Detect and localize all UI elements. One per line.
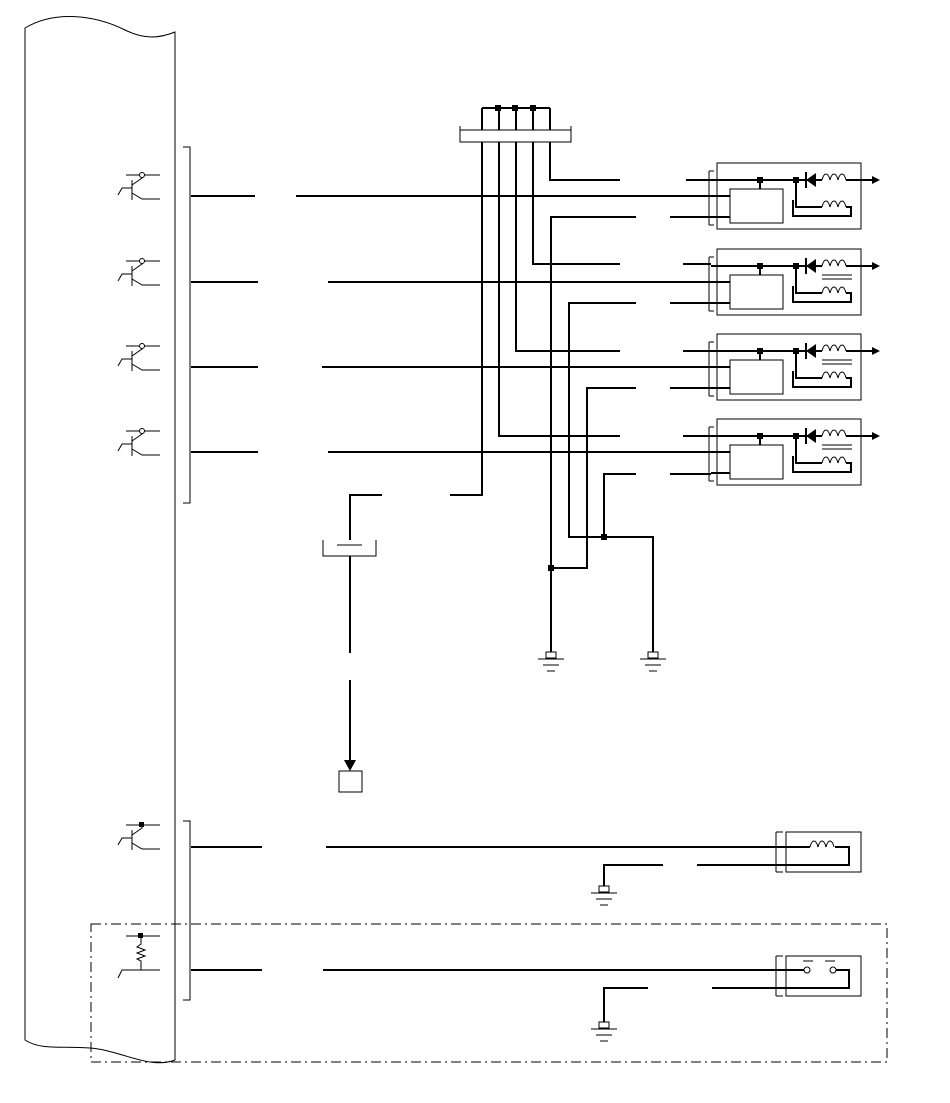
module-connector-bracket (708, 170, 714, 226)
igniter-box (729, 188, 784, 224)
module-connector-bracket (708, 256, 714, 312)
driver-transistor-3 (117, 343, 160, 371)
driver-transistor-5 (117, 822, 160, 850)
module-connector-bracket (708, 426, 714, 482)
primary-coil (821, 371, 847, 379)
power-feed-5 (349, 142, 483, 540)
coil-module-1 (708, 162, 880, 230)
module-node (793, 263, 799, 269)
coil-module-2 (708, 248, 880, 316)
driver-transistor-4 (117, 428, 160, 456)
load-component-box (338, 770, 363, 793)
ground-return-1 (550, 216, 711, 655)
output-arrow-icon (872, 176, 880, 184)
primary-coil (821, 286, 847, 294)
power-feed-1 (549, 142, 711, 181)
diode-symbol (806, 259, 816, 273)
secondary-wire (805, 172, 872, 188)
ground-symbol-2 (640, 651, 666, 672)
primary-coil (821, 456, 847, 464)
secondary-coil (821, 429, 847, 437)
ground-return-2 (568, 302, 711, 655)
power-junction-connector (459, 105, 572, 143)
diode-symbol (806, 173, 816, 187)
module-node (757, 263, 763, 269)
diode-symbol (806, 429, 816, 443)
ground-return-3 (551, 387, 711, 569)
driver-transistor-1 (117, 172, 160, 200)
secondary-coil (821, 259, 847, 267)
module-node (757, 348, 763, 354)
switch-load-connector (191, 955, 862, 1022)
coil-load-connector (191, 831, 862, 886)
igniter-box (729, 444, 784, 480)
output-arrow-icon (872, 262, 880, 270)
control-unit-connector-b (183, 820, 191, 1001)
coil-module-4 (708, 418, 880, 486)
fuse-connector (322, 540, 377, 771)
secondary-coil (821, 344, 847, 352)
ground-symbol-4 (591, 1021, 617, 1042)
core-lines (822, 444, 852, 450)
control-unit-body (24, 15, 176, 1064)
ground-return-4 (603, 473, 711, 537)
power-feed-3 (515, 142, 711, 352)
primary-coil (821, 200, 847, 208)
optional-area-border (90, 923, 888, 1063)
diode-symbol (806, 344, 816, 358)
secondary-wire (805, 258, 872, 274)
coil-modules (708, 162, 880, 486)
secondary-wire (805, 428, 872, 444)
secondary-coil (821, 173, 847, 181)
ground-symbol-1 (538, 651, 564, 672)
control-unit-connector-a (183, 146, 191, 504)
module-node (757, 177, 763, 183)
module-connector-bracket (708, 341, 714, 397)
power-feed-4 (498, 142, 711, 437)
igniter-box (729, 274, 784, 310)
module-node (793, 177, 799, 183)
output-arrow-icon (872, 432, 880, 440)
ground-symbol-3 (591, 885, 617, 906)
module-node (793, 433, 799, 439)
coil-module-3 (708, 333, 880, 401)
secondary-wire (805, 343, 872, 359)
igniter-box (729, 359, 784, 395)
power-feed-2 (532, 142, 711, 265)
sensor-input-resistor (117, 933, 160, 979)
module-node (757, 433, 763, 439)
core-lines (822, 359, 852, 365)
module-node (793, 348, 799, 354)
core-lines (822, 274, 852, 280)
output-arrow-icon (872, 347, 880, 355)
driver-transistor-2 (117, 258, 160, 286)
